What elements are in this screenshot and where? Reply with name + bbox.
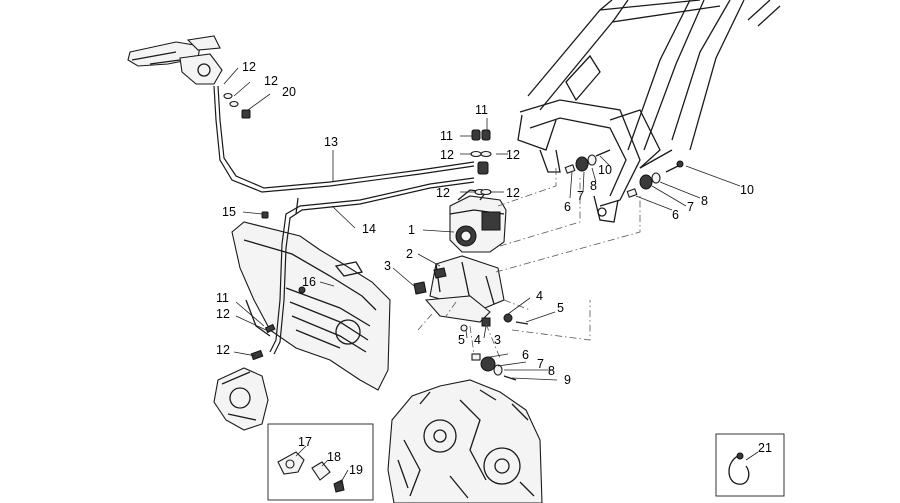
- callout-6: 6: [522, 348, 529, 362]
- callout-12: 12: [436, 186, 450, 200]
- callout-8: 8: [548, 364, 555, 378]
- callout-9: 9: [564, 373, 571, 387]
- callout-11: 11: [475, 103, 488, 117]
- callout-12: 12: [216, 307, 230, 321]
- callout-14: 14: [362, 222, 376, 236]
- callout-12: 12: [506, 186, 520, 200]
- callout-8: 8: [590, 179, 597, 193]
- callout-2: 2: [406, 247, 413, 261]
- callout-11: 11: [216, 291, 229, 305]
- callout-7: 7: [577, 189, 584, 203]
- callout-12: 12: [506, 148, 520, 162]
- callout-5: 5: [458, 333, 465, 347]
- callout-7: 7: [687, 200, 694, 214]
- abs-modulator: [449, 189, 507, 253]
- inset-box-clip: [715, 433, 785, 497]
- brake-caliper: [213, 323, 276, 431]
- brake-hoses: [213, 85, 475, 355]
- engine: [387, 379, 543, 503]
- callout-12: 12: [440, 148, 454, 162]
- abs-bracket: [413, 255, 505, 327]
- mounting-hardware: [298, 149, 684, 381]
- callout-18: 18: [327, 450, 341, 464]
- callout-10: 10: [740, 183, 754, 197]
- callout-12: 12: [242, 60, 256, 74]
- callout-15: 15: [222, 205, 236, 219]
- callout-19: 19: [349, 463, 363, 477]
- callout-8: 8: [701, 194, 708, 208]
- callout-4: 4: [536, 289, 543, 303]
- side-panel: [231, 221, 391, 391]
- callout-21: 21: [758, 441, 772, 455]
- callout-7: 7: [537, 357, 544, 371]
- callout-6: 6: [564, 200, 571, 214]
- callout-6: 6: [672, 208, 679, 222]
- callout-17: 17: [298, 435, 312, 449]
- callout-3: 3: [494, 333, 501, 347]
- callout-10: 10: [598, 163, 612, 177]
- frame: [517, 0, 781, 223]
- callout-20: 20: [282, 85, 296, 99]
- master-cylinder-lever: [127, 35, 223, 85]
- callout-3: 3: [384, 259, 391, 273]
- callout-13: 13: [324, 135, 338, 149]
- callout-12: 12: [264, 74, 278, 88]
- callout-16: 16: [302, 275, 316, 289]
- alignment-lines: [417, 166, 641, 359]
- leader-lines: [223, 67, 759, 485]
- callout-11: 11: [440, 129, 453, 143]
- callout-12: 12: [216, 343, 230, 357]
- callout-5: 5: [557, 301, 564, 315]
- inset-box-clamp: [267, 423, 374, 501]
- callout-1: 1: [408, 223, 415, 237]
- callout-4: 4: [474, 333, 481, 347]
- callout-labels: 12 12 20 13 15 14 11 11 12 12 12 12 1 2 …: [216, 60, 772, 477]
